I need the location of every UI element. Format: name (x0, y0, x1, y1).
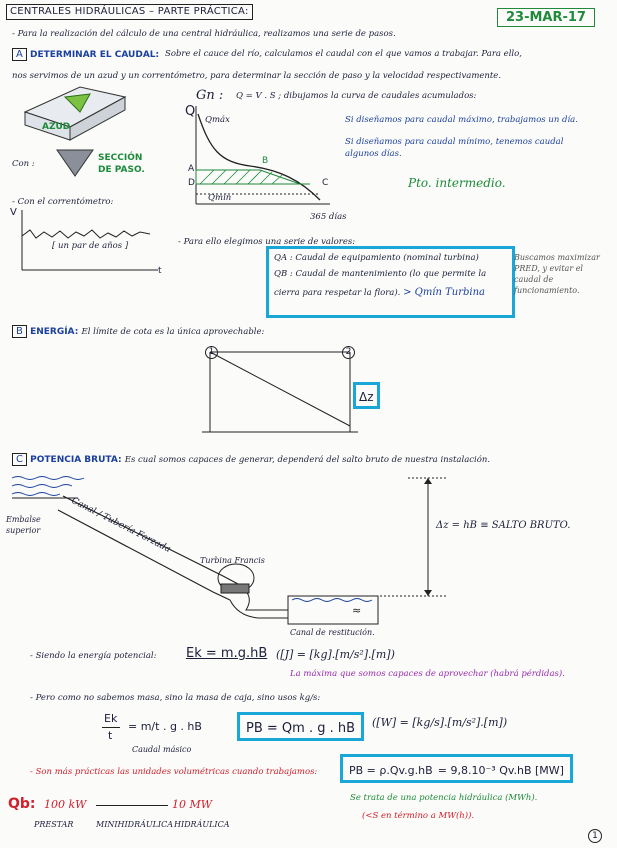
qmin-turbina: > Qmín Turbina (403, 287, 486, 298)
intro-text: - Para la realización del cálculo de una… (12, 29, 396, 39)
qb-text1: QB : Caudal de mantenimiento (lo que per… (274, 269, 487, 279)
caudal-masico-label: Caudal másico (132, 745, 192, 754)
qa-text: QA : Caudal de equipamiento (nominal tur… (274, 253, 479, 263)
page-number: 1 (588, 829, 602, 843)
turbina-label: Turbina Francis (200, 556, 265, 565)
section-a-text1: Sobre el cauce del río, calculamos el ca… (165, 49, 522, 59)
section-a-tag: A (12, 48, 27, 61)
qb-text2: cierra para respetar la flora). > Qmín T… (274, 286, 485, 300)
cat-hidraulica: HIDRÁULICA (174, 820, 230, 829)
svg-text:≈: ≈ (352, 604, 361, 617)
velocity-axis-v: V (10, 207, 17, 218)
energy-diagram (202, 351, 358, 433)
pb-vol: PB = ρ.Qv.g.hB (349, 764, 433, 777)
energy-dz-box: Δz (353, 382, 380, 409)
pb-box: PB = Qm . g . hB (237, 712, 365, 741)
buscamos-note: Buscamos maximizar PRED, y evitar el cau… (514, 253, 600, 295)
pb-vol-box: PB = ρ.Qv.g.hB = 9,8.10⁻³ Qv.hB [MW] (340, 754, 573, 783)
energy-dz: Δz (359, 390, 374, 404)
curve-point-a: A (188, 164, 195, 174)
qa-qb-box (266, 246, 515, 318)
frac-num: Ek (104, 712, 118, 725)
velocity-bracket: [ un par de años ] (52, 241, 129, 251)
note-min: Si diseñamos para caudal mínimo, tenemos… (345, 137, 564, 159)
pb-vol2: = 9,8.10⁻³ Qv.hB [MW] (437, 764, 564, 777)
velocity-plot (21, 210, 158, 271)
scale-left: 100 kW (44, 798, 87, 811)
cumulative-curve-chart (195, 106, 330, 205)
velocity-axis-t: t (158, 266, 162, 276)
gn-formula: Q = V . S ; dibujamos la curva de caudal… (236, 91, 477, 101)
section-a-header: A DETERMINAR EL CAUDAL: (12, 48, 159, 62)
curve-point-b: B (262, 156, 269, 166)
frac-line (102, 727, 120, 728)
curve-point-c: C (322, 178, 329, 188)
valores-label: - Para ello elegimos una serie de valore… (178, 237, 356, 247)
azud-sketch (23, 86, 127, 141)
curve-axis-q: Q (185, 104, 196, 119)
section-a-title: DETERMINAR EL CAUDAL: (30, 50, 160, 60)
section-a-text2: nos servimos de un azud y un correntómet… (12, 71, 502, 81)
curve-qmax: Qmáx (205, 115, 230, 125)
curve-qmin: Qmín (208, 193, 232, 203)
cat-minihidraulica: MINIHIDRÁULICA (96, 820, 173, 829)
energy-point-2: 2 (342, 346, 355, 359)
section-b-text: El límite de cota es la única aprovechab… (81, 327, 265, 337)
embalse-label: Embalse superior (6, 515, 41, 535)
qb-text2-main: cierra para respetar la flora). (274, 288, 401, 298)
note-max: Si diseñamos para caudal máximo, trabaja… (345, 115, 578, 125)
pb-units: ([W] = [kg/s].[m/s²].[m]) (372, 716, 508, 729)
section-c-text: Es cual somos capaces de generar, depend… (124, 455, 491, 465)
section-b-header: B ENERGÍA: El límite de cota es la única… (12, 325, 264, 339)
ep-intro: - Siendo la energía potencial: (30, 651, 157, 661)
correntometro-label: - Con el correntómetro: (12, 197, 114, 207)
cat-prestar: PRESTAR (34, 820, 74, 829)
vol-intro: - Son más prácticas las unidades volumét… (30, 767, 318, 777)
curve-point-d: D (188, 178, 195, 188)
ep-formula: Ek = m.g.hB (186, 646, 268, 661)
section-b-tag: B (12, 325, 27, 338)
page-date: 23-MAR-17 (497, 8, 595, 27)
section-b-title: ENERGÍA: (30, 327, 79, 337)
energy-point-1: 1 (205, 346, 218, 359)
seccion-triangle-icon (56, 149, 94, 177)
scale-line (96, 805, 168, 806)
max-note: La máxima que somos capaces de aprovecha… (290, 669, 565, 679)
potencia-note: Se trata de una potencia hidráulica (MWh… (350, 793, 538, 803)
azud-label: AZUD (42, 122, 71, 132)
ep-units: ([J] = [kg].[m/s²].[m]) (276, 648, 395, 661)
pero-text: - Pero como no sabemos masa, sino la mas… (30, 693, 321, 703)
section-c-header: C POTENCIA BRUTA: Es cual somos capaces … (12, 453, 490, 467)
section-c-title: POTENCIA BRUTA: (30, 455, 122, 465)
seccion-label: SECCIÓN DE PASO. (98, 153, 145, 175)
scale-right: 10 MW (172, 798, 213, 811)
pb-formula: PB = Qm . g . hB (246, 721, 356, 736)
curve-days: 365 días (310, 212, 347, 222)
canal-restitucion-label: Canal de restitución. (290, 628, 375, 637)
page-title: CENTRALES HIDRÁULICAS – PARTE PRÁCTICA: (6, 4, 253, 20)
dz-eq: Δz = hB ≡ SALTO BRUTO. (436, 520, 571, 531)
scale-0: Qb: (8, 796, 36, 812)
hydro-plant-sketch: ≈ (11, 476, 448, 625)
eq-mid: = m/t . g . hB (128, 720, 202, 733)
frac-den: t (108, 729, 113, 742)
note-intermedio: Pto. intermedio. (408, 176, 506, 190)
gn-label: Gn : (196, 88, 224, 103)
termino-note: (<S en término a MW(h)). (362, 811, 475, 821)
section-c-tag: C (12, 453, 27, 466)
con-label: Con : (12, 159, 35, 169)
